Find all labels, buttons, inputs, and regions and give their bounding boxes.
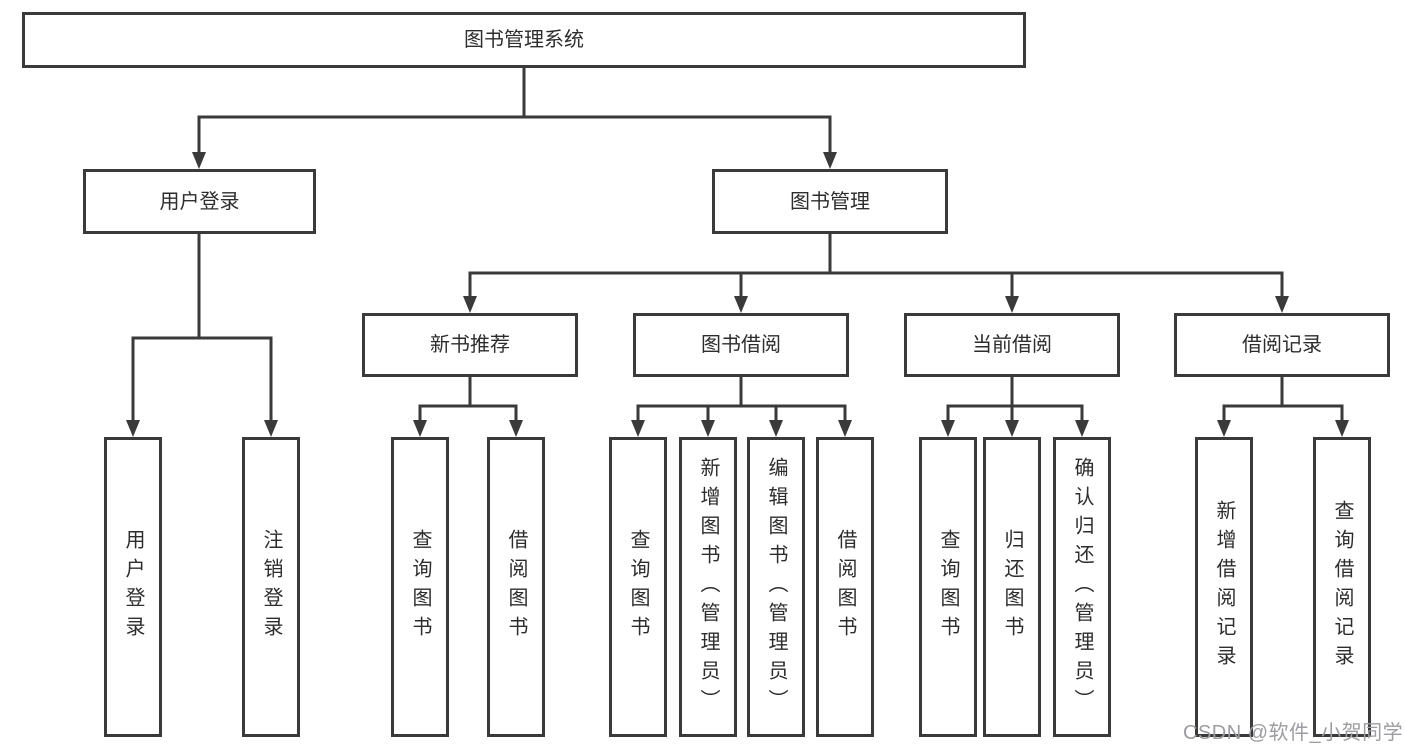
node-book-borrowing: 图书借阅 [633,313,849,377]
node-label: 编辑图书（管理员） [765,456,787,718]
node-label: 查询图书 [409,529,431,645]
csdn-watermark: CSDN @软件_小贺同学 [1183,722,1404,744]
node-label: 图书管理系统 [464,29,584,51]
node-label: 借阅图书 [505,529,527,645]
node-borrowing-records: 借阅记录 [1174,313,1390,377]
arrowheads [126,152,1349,437]
node-query-books-recommend: 查询图书 [391,437,449,737]
node-label: 新书推荐 [430,334,510,356]
node-label: 新增借阅记录 [1213,500,1235,674]
node-current-borrowing: 当前借阅 [904,313,1120,377]
node-label: 注销登录 [260,529,282,645]
node-user-login: 用户登录 [83,169,316,234]
node-label: 新增图书（管理员） [697,456,719,718]
node-logout: 注销登录 [242,437,300,737]
node-borrow-books-leaf: 借阅图书 [816,437,874,737]
node-new-book-recommend: 新书推荐 [362,313,578,377]
node-label: 用户登录 [122,529,144,645]
node-label: 用户登录 [159,190,240,213]
node-label: 图书借阅 [701,334,781,356]
node-return-books: 归还图书 [983,437,1041,737]
node-borrow-books-recommend: 借阅图书 [487,437,545,737]
node-label: 查询图书 [627,529,649,645]
node-label: 归还图书 [1001,529,1023,645]
node-add-book-admin: 新增图书（管理员） [679,437,737,737]
node-label: 图书管理 [790,190,870,213]
node-label: 当前借阅 [972,334,1052,356]
node-label: 查询图书 [937,529,959,645]
node-query-borrow-record: 查询借阅记录 [1313,437,1371,737]
node-query-books-borrow: 查询图书 [609,437,667,737]
node-book-management: 图书管理 [712,169,948,234]
node-confirm-return-admin: 确认归还（管理员） [1053,437,1111,737]
node-add-borrow-record: 新增借阅记录 [1195,437,1253,737]
node-label: 借阅图书 [834,529,856,645]
node-label: 查询借阅记录 [1331,500,1353,674]
node-label: 借阅记录 [1242,334,1322,356]
node-user-login-leaf: 用户登录 [104,437,162,737]
node-edit-book-admin: 编辑图书（管理员） [747,437,805,737]
node-query-books-current: 查询图书 [919,437,977,737]
node-library-system: 图书管理系统 [22,12,1026,68]
node-label: 确认归还（管理员） [1071,456,1093,718]
